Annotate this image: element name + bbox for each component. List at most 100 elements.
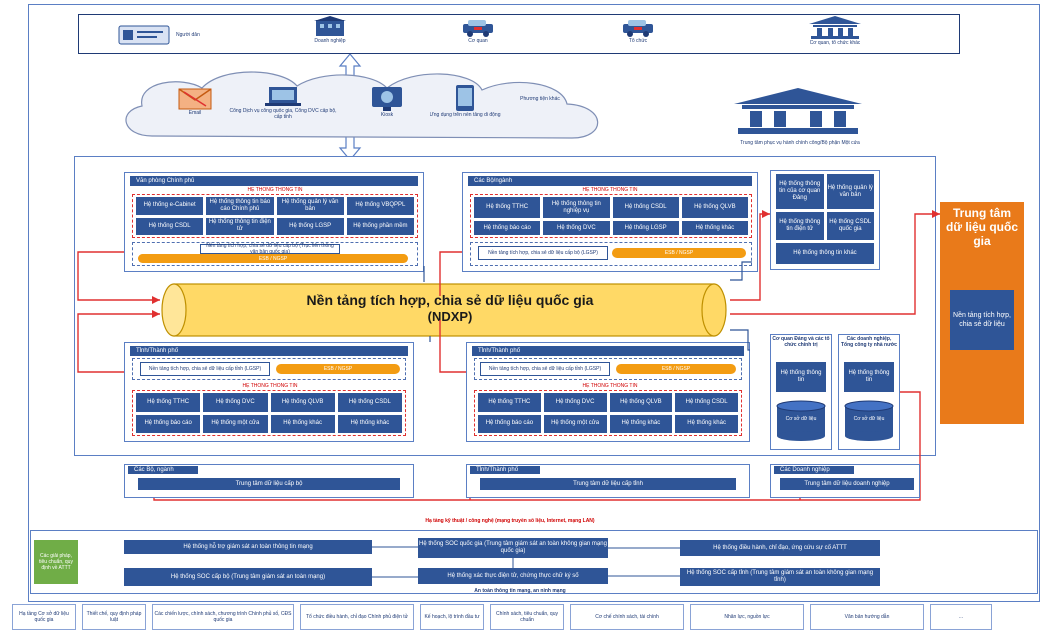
ministry-cells: Hệ thống TTHC Hệ thống thông tin nghiệp … <box>474 197 748 235</box>
org-system: Hệ thống thông tin <box>844 362 894 392</box>
block-red-caption: HỆ THỐNG THÔNG TIN <box>247 187 303 193</box>
actor-label: Cơ quan, tổ chức khác <box>809 40 861 46</box>
system-cell: Hệ thống DVC <box>203 393 268 412</box>
ndxp-title: Nền tảng tích hợp, chia sẻ dữ liệu quốc … <box>190 292 710 325</box>
bottom-item: Hạ tầng Cơ sở dữ liệu quốc gia <box>12 604 76 630</box>
orange-bus: ESB / NGSP <box>138 254 408 263</box>
system-cell: Hệ thống khác <box>675 414 738 433</box>
channel-portal: Cổng Dịch vụ công quốc gia, Cổng DVC cấp… <box>228 86 338 130</box>
system-cell: Hệ thống DVC <box>543 221 610 235</box>
block-red-caption: HỆ THỐNG THÔNG TIN <box>582 383 638 389</box>
actor-enterprise: Doanh nghiệp <box>300 16 360 52</box>
system-cell: Hệ thống thông tin điện tử <box>776 212 824 240</box>
bottom-item: Kế hoạch, lộ trình đầu tư <box>420 604 484 630</box>
security-cell: Hệ thống điều hành, chỉ đạo, ứng cứu sự … <box>680 540 880 556</box>
system-cell: Hệ thống thông tin của cơ quan Đảng <box>776 174 824 209</box>
data-center-title: Trung tâm dữ liệu quốc gia <box>945 206 1019 248</box>
email-icon <box>178 88 212 110</box>
systems-group <box>474 390 742 436</box>
bottom-item: Nhân lực, nguồn lực <box>690 604 804 630</box>
government-icon <box>734 88 862 134</box>
bottom-item: Văn bản hướng dẫn <box>810 604 924 630</box>
dc-body: Trung tâm dữ liệu doanh nghiệp <box>780 478 914 490</box>
system-cell: Hệ thống khác <box>681 221 748 235</box>
ndxp-cylinder <box>161 283 727 337</box>
platform-group <box>470 242 752 266</box>
security-cell: Hệ thống SOC cấp bộ (Trung tâm giám sát … <box>124 568 372 586</box>
bottom-bar: Hạ tầng Cơ sở dữ liệu quốc gia Thiết chế… <box>12 604 1042 630</box>
system-cell: Hệ thống CSDL <box>675 393 738 412</box>
block-title: Tỉnh/Thành phố <box>130 346 408 356</box>
platform-label: Nền tảng tích hợp, chia sẻ dữ liệu cấp t… <box>140 362 270 376</box>
system-cell: Hệ thống TTHC <box>136 393 201 412</box>
dc-title: Các Bộ, ngành <box>128 466 198 474</box>
actor-label: Cơ quan <box>468 38 488 44</box>
bottom-item: Chính sách, tiêu chuẩn, quy chuẩn <box>490 604 564 630</box>
system-cell: Hệ thống báo cáo <box>136 414 201 433</box>
org-title: Các doanh nghiệp, Tổng công ty nhà nước <box>840 336 898 348</box>
actor-citizen: Người dân <box>118 22 248 48</box>
service-center-label: Trung tâm phục vụ hành chính công/Bộ phậ… <box>740 140 860 146</box>
tablet-icon <box>456 85 474 111</box>
ndxp-line2: (NDXP) <box>427 309 473 324</box>
orange-bus: ESB / NGSP <box>616 364 736 374</box>
infra-caption: Hạ tầng kỹ thuật / công nghệ (mạng truyề… <box>425 518 595 524</box>
block-title: Các Bộ/ngành <box>468 176 752 186</box>
bottom-item: Thiết chế, quy định pháp luật <box>82 604 146 630</box>
system-cell: Hệ thống quản lý văn bản <box>276 197 344 215</box>
actor-label: Người dân <box>176 32 200 38</box>
org-system: Hệ thống thông tin <box>776 362 826 392</box>
bottom-item: Cơ chế chính sách, tài chính <box>570 604 684 630</box>
channel-kiosk: Kiosk <box>362 86 412 130</box>
channel-mobile: Ứng dụng trên nền tảng di động <box>420 84 510 132</box>
system-cell: Hệ thống thông tin điện tử <box>206 217 274 235</box>
bottom-item: Các chiến lược, chính sách, chương trình… <box>152 604 294 630</box>
block-red-caption: HỆ THỐNG THÔNG TIN <box>582 187 638 193</box>
platform-group <box>474 358 742 380</box>
systems-group <box>132 194 418 238</box>
system-cell: Hệ thống TTHC <box>478 393 541 412</box>
province-right-cells: Hệ thống TTHC Hệ thống DVC Hệ thống QLVB… <box>478 393 738 433</box>
system-cell: Hệ thống DVC <box>543 393 607 412</box>
system-cell: Hệ thống khác <box>609 414 673 433</box>
laptop-icon <box>265 87 301 106</box>
party-cells: Hệ thống thông tin của cơ quan Đảng Hệ t… <box>776 174 874 264</box>
system-cell: Hệ thống một cửa <box>203 414 268 433</box>
channel-email: Email <box>170 88 220 128</box>
security-cell: Hệ thống SOC cấp tỉnh (Trung tâm giám sá… <box>680 568 880 586</box>
system-cell: Hệ thống thông tin nghiệp vụ <box>543 197 610 218</box>
org-title: Cơ quan Đảng và các tổ chức chính trị <box>772 336 830 348</box>
system-cell: Hệ thống khác <box>270 414 335 433</box>
system-cell: Hệ thống CSDL <box>337 393 402 412</box>
bottom-item: ... <box>930 604 992 630</box>
dc-body: Trung tâm dữ liệu cấp tỉnh <box>480 478 736 490</box>
gov-cells: Hệ thống e-Cabinet Hệ thống thông tin bá… <box>136 197 414 235</box>
data-center-platform: Nền tảng tích hợp, chia sẻ dữ liệu <box>950 290 1014 350</box>
platform-label: Nền tảng tích hợp, chia sẻ dữ liệu cấp b… <box>200 243 340 255</box>
id-card-icon <box>118 25 170 45</box>
system-cell: Hệ thống CSDL quốc gia <box>826 212 874 240</box>
database-icon <box>776 400 826 441</box>
org-db: Cơ sở dữ liệu <box>853 416 885 422</box>
orange-bus: ESB / NGSP <box>276 364 400 374</box>
system-cell: Hệ thống e-Cabinet <box>136 197 204 215</box>
actor-label: Tổ chức <box>628 38 648 44</box>
access-cloud <box>125 71 599 139</box>
block-red-caption: HỆ THỐNG THÔNG TIN <box>242 383 298 389</box>
actor-other: Cơ quan, tổ chức khác <box>780 16 890 52</box>
security-cell: Hệ thống hỗ trợ giám sát an toàn thông t… <box>124 540 372 554</box>
block-title: Văn phòng Chính phủ <box>130 176 418 186</box>
platform-group <box>132 358 406 380</box>
security-side: Các giải pháp, tiêu chuẩn, quy định về A… <box>34 540 78 584</box>
system-cell: Hệ thống khác <box>337 414 402 433</box>
system-cell: Hệ thống CSDL <box>612 197 679 218</box>
system-cell: Hệ thống một cửa <box>543 414 607 433</box>
security-cell: Hệ thống SOC quốc gia (Trung tâm giám sá… <box>418 538 608 558</box>
security-caption: An toàn thông tin mạng, an ninh mạng <box>474 588 566 594</box>
actor-agency: Cơ quan <box>448 18 508 52</box>
system-cell: Hệ thống CSDL <box>136 217 204 235</box>
system-cell: Hệ thống QLVB <box>609 393 673 412</box>
system-cell: Hệ thống quản lý văn bản <box>826 174 874 209</box>
orange-bus: ESB / NGSP <box>612 248 746 258</box>
